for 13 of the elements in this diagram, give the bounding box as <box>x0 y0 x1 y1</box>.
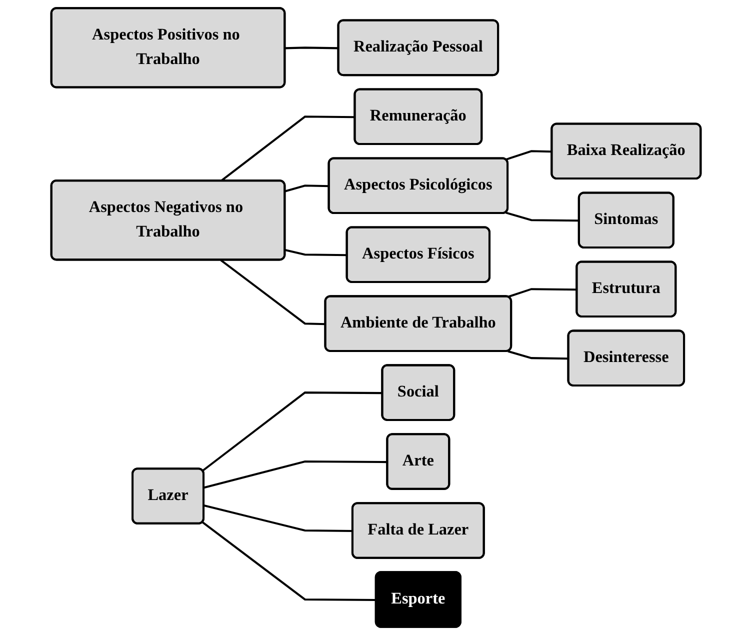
connector <box>284 184 330 192</box>
connector <box>284 249 348 256</box>
connector <box>285 46 339 50</box>
connector <box>204 460 388 489</box>
connector <box>508 288 578 298</box>
connector <box>505 212 580 222</box>
connector <box>202 392 383 472</box>
connector <box>204 504 353 532</box>
connector <box>220 259 326 326</box>
connector <box>220 116 356 182</box>
connector <box>202 522 376 602</box>
connector <box>505 150 552 161</box>
connector <box>508 350 569 360</box>
